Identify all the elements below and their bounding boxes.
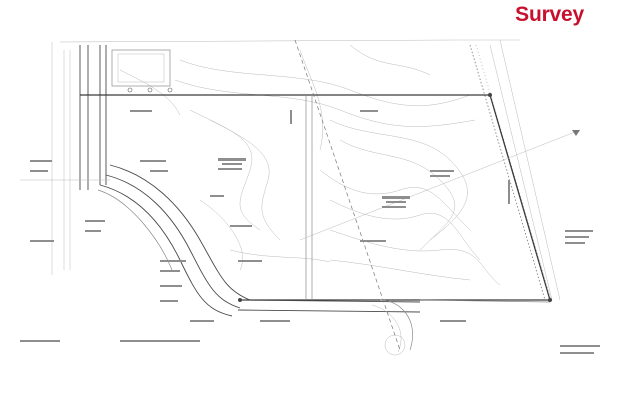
page-title: Survey [515, 3, 584, 26]
survey-monuments [127, 87, 552, 302]
contour-lines [119, 44, 501, 286]
property-boundary [80, 94, 551, 301]
parcel-labels [218, 158, 410, 208]
drawing-frame [51, 39, 561, 301]
reference-lines [20, 39, 581, 351]
access-road [97, 164, 551, 317]
railroad-track [469, 44, 552, 301]
adjacent-structures [63, 45, 171, 270]
annotation-marks [20, 110, 600, 354]
